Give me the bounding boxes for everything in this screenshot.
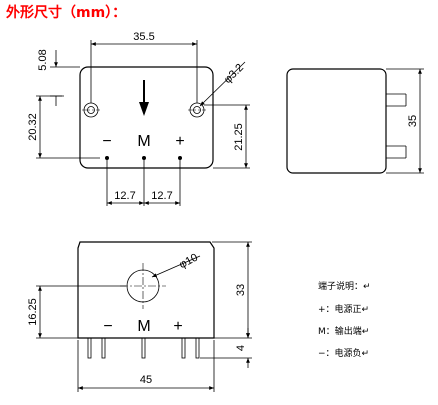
legend-item-mid: M：输出端↵ [318, 325, 369, 337]
terminal-dot-minus [105, 156, 109, 160]
dim-left-vertical: 20.32 [27, 113, 39, 141]
dim-hole-dia-top: φ3.2 [222, 62, 246, 86]
dim-hole-center: 16.25 [27, 298, 39, 326]
terminal-legend: 端子说明：↵ +：电源正↵ M：输出端↵ −：电源负↵ [318, 280, 371, 359]
dim-pin-length: 4 [235, 345, 247, 351]
dim-body-height: 33 [235, 284, 247, 296]
dim-height-side: 35 [407, 115, 419, 127]
side-view: 35 [286, 68, 424, 174]
terminal-dot-plus [178, 156, 182, 160]
top-terminal-minus: − [102, 133, 111, 150]
top-terminal-plus: + [175, 133, 184, 150]
legend-heading: 端子说明：↵ [318, 280, 371, 292]
front-pins [87, 337, 200, 359]
page-title: 外形尺寸（mm）： [6, 5, 127, 21]
dim-hole-dia-front: φ10 [177, 252, 200, 272]
top-view-body [79, 66, 214, 169]
top-terminal-mid: M [137, 133, 150, 150]
front-view: φ10 − M + 16.25 33 [27, 241, 252, 392]
legend-item-minus: −：电源负↵ [318, 347, 369, 359]
dim-width-front: 45 [140, 374, 152, 386]
dim-pitch-left: 12.7 [114, 190, 135, 202]
dim-width-pins: 35.5 [133, 31, 154, 43]
front-terminal-plus: + [173, 318, 182, 335]
dim-pitch-right: 12.7 [151, 190, 172, 202]
side-view-body [286, 68, 387, 174]
dim-top-offset: 5.08 [37, 49, 49, 70]
dim-height-top: 21.25 [233, 123, 245, 151]
top-view: − M + 35.5 5.08 20.32 φ3.2 [27, 31, 250, 206]
legend-item-plus: +：电源正↵ [318, 303, 369, 315]
current-direction-arrow-icon [139, 80, 149, 116]
terminal-dot-mid [142, 156, 146, 160]
front-terminal-mid: M [137, 318, 150, 335]
front-terminal-minus: − [103, 318, 112, 335]
